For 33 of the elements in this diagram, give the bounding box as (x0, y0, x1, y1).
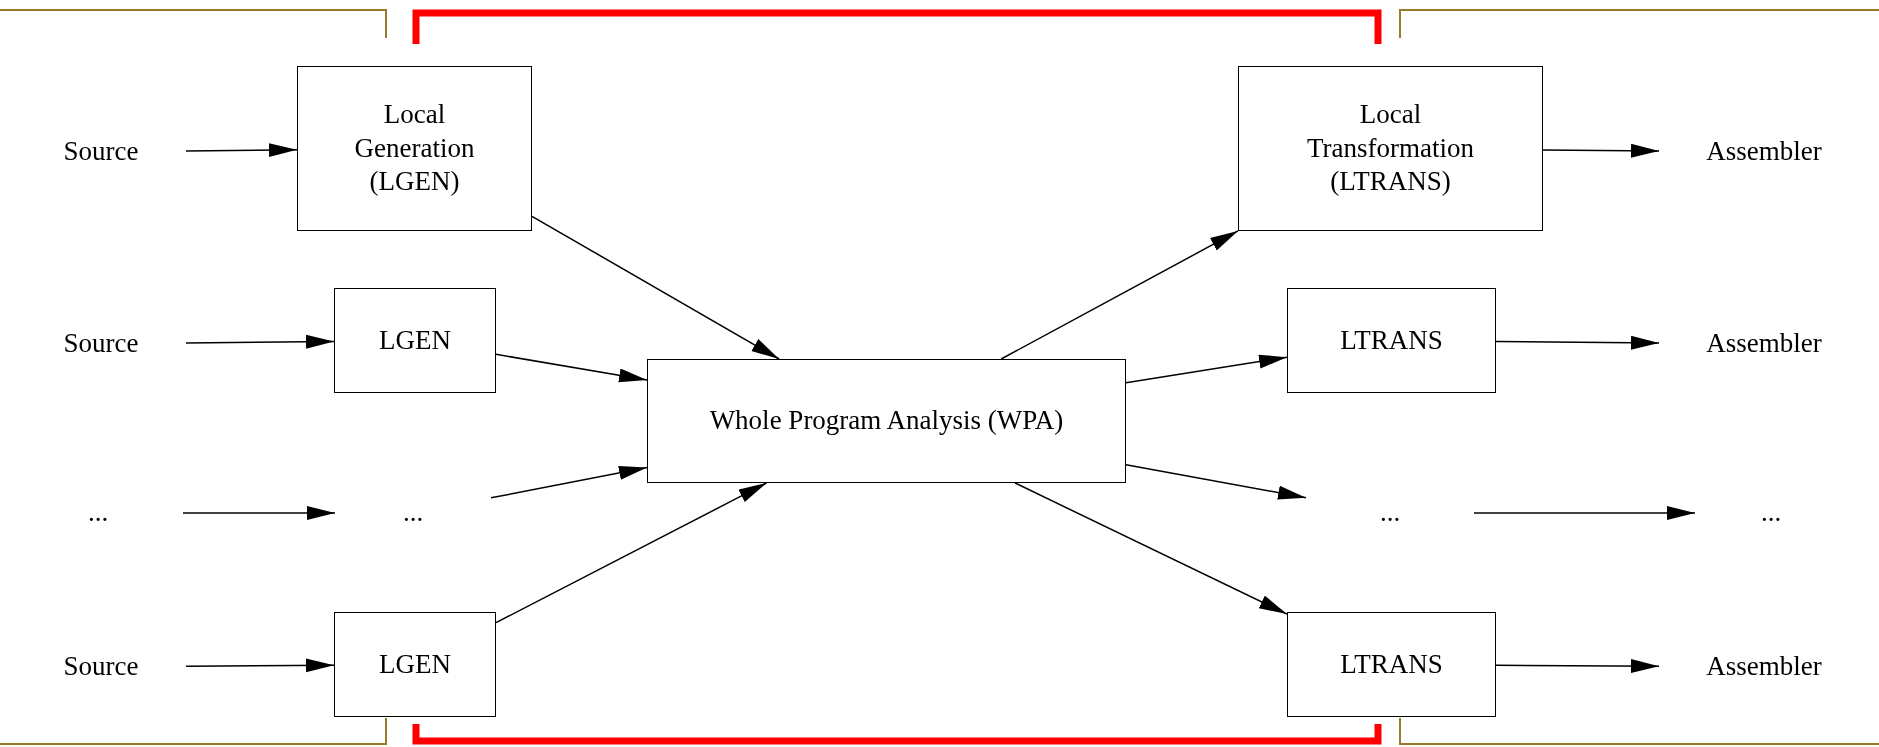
arrow (182, 506, 336, 520)
node-label: ... (1695, 491, 1847, 535)
process-box: Local Generation (LGEN) (297, 66, 532, 231)
arrow (185, 334, 335, 349)
node-label: Source (16, 322, 186, 366)
node-label: ... (335, 491, 491, 535)
process-box: Local Transformation (LTRANS) (1238, 66, 1543, 231)
arrow (490, 466, 648, 499)
arrow (531, 215, 780, 360)
arrow (1000, 230, 1239, 360)
arrow (1542, 143, 1660, 158)
arrow (1473, 506, 1696, 520)
node-label: Assembler (1659, 322, 1869, 366)
arrow (495, 353, 648, 383)
node-label: ... (13, 491, 183, 535)
process-box: LTRANS (1287, 612, 1496, 717)
node-label: Assembler (1659, 645, 1869, 689)
arrow (1495, 659, 1660, 674)
arrow (1125, 354, 1288, 384)
node-label: Source (16, 645, 186, 689)
process-box: Whole Program Analysis (WPA) (647, 359, 1126, 483)
arrow (1495, 335, 1660, 350)
node-label: ... (1306, 491, 1474, 535)
arrow (495, 482, 768, 624)
arrow (185, 658, 335, 673)
process-box: LGEN (334, 612, 496, 717)
arrow (1125, 464, 1307, 500)
node-label: Source (16, 130, 186, 174)
arrow (1014, 482, 1288, 615)
process-box: LGEN (334, 288, 496, 393)
process-box: LTRANS (1287, 288, 1496, 393)
arrow (185, 143, 298, 158)
node-label: Assembler (1659, 130, 1869, 174)
